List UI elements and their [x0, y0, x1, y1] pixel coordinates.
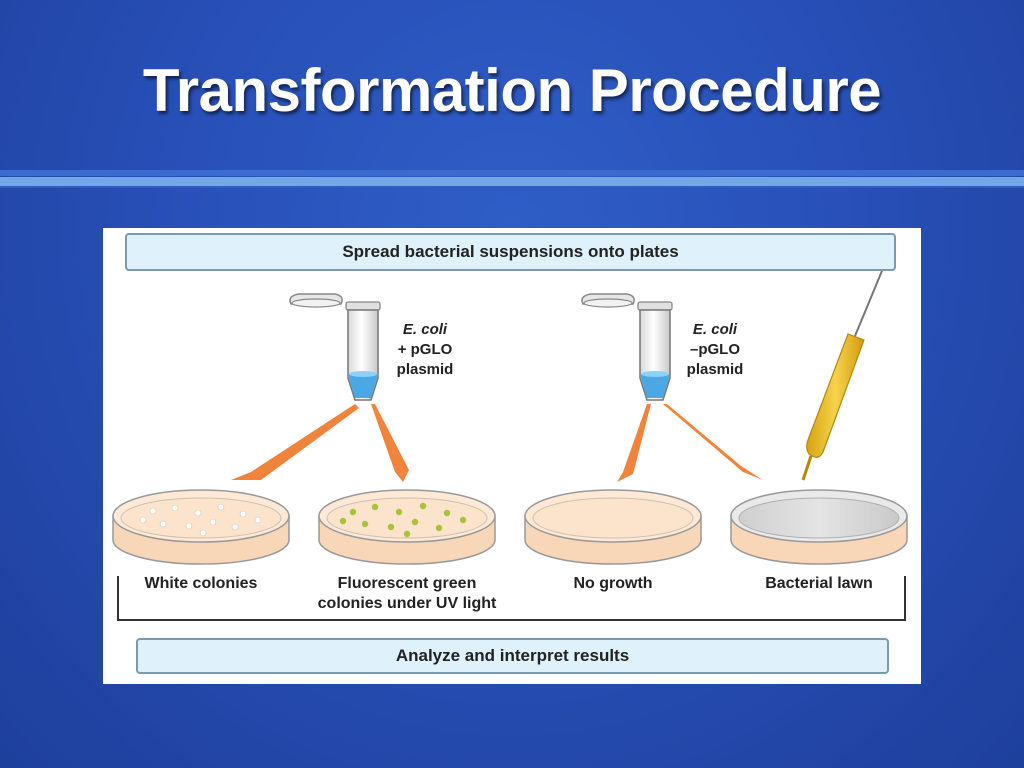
slide-title: Transformation Procedure	[142, 57, 882, 124]
plate-label-line: White colonies	[144, 575, 258, 592]
analyze-results-banner: Analyze and interpret results	[136, 638, 889, 674]
tube-label-minus-pglo: E. coli –pGLO plasmid	[675, 320, 755, 380]
tube-plasmid-word: plasmid	[686, 361, 744, 378]
pour-arrows	[231, 404, 763, 482]
inoculating-loop-icon	[801, 250, 893, 481]
plate-label-line: colonies under UV light	[317, 595, 497, 612]
plate-label-fluorescent: Fluorescent green colonies under UV ligh…	[299, 574, 515, 614]
spread-plates-banner: Spread bacterial suspensions onto plates	[125, 233, 896, 271]
tube-plasmid-sign: + pGLO	[397, 341, 453, 358]
results-bracket	[117, 576, 906, 621]
tube-organism: E. coli	[402, 321, 448, 338]
procedure-figure: Spread bacterial suspensions onto plates…	[103, 228, 921, 684]
plate-label-no-growth: No growth	[525, 574, 701, 594]
microcentrifuge-tube-icon	[289, 293, 381, 401]
tube-plasmid-word: plasmid	[396, 361, 454, 378]
petri-dish-icon	[524, 489, 702, 565]
tube-plasmid-sign: –pGLO	[689, 341, 740, 358]
tube-organism: E. coli	[692, 321, 738, 338]
plate-label-line: No growth	[573, 575, 653, 592]
petri-dish-icon	[112, 489, 290, 565]
plate-label-line: Fluorescent green	[337, 575, 477, 592]
petri-dish-icon	[730, 489, 908, 565]
plate-label-bacterial-lawn: Bacterial lawn	[731, 574, 907, 594]
petri-dish-icon	[318, 489, 496, 565]
figure-drawing	[112, 250, 908, 621]
tube-label-plus-pglo: E. coli + pGLO plasmid	[385, 320, 465, 380]
plate-label-white-colonies: White colonies	[113, 574, 289, 594]
microcentrifuge-tube-icon	[581, 293, 673, 401]
plate-label-line: Bacterial lawn	[765, 575, 873, 592]
